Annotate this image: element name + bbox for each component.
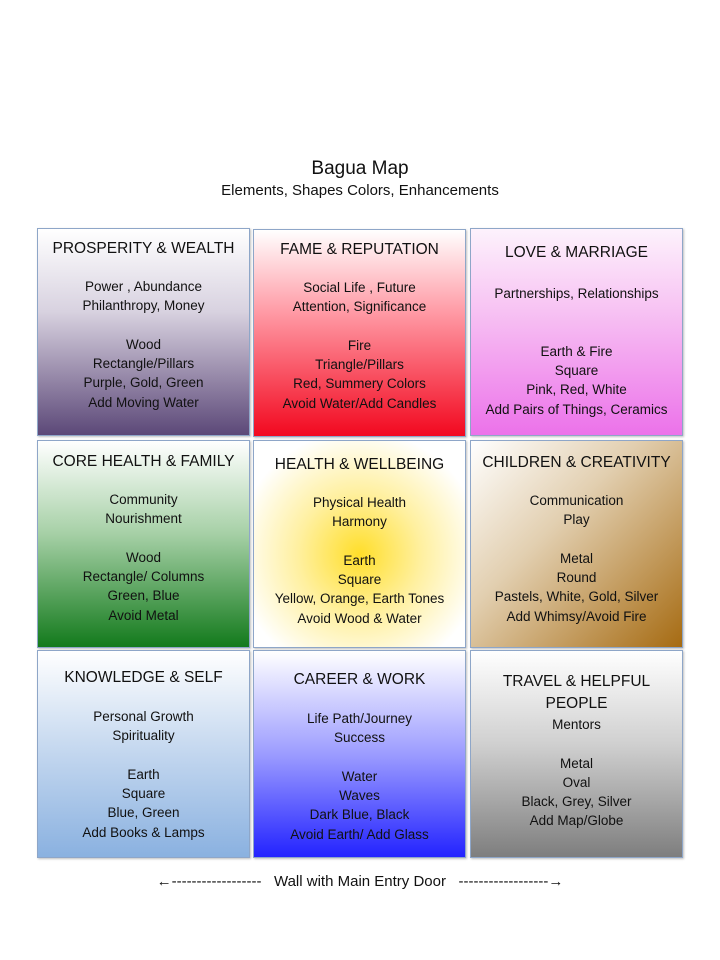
cell-detail-line: Earth xyxy=(343,552,376,568)
cell-detail-line xyxy=(254,532,465,551)
entry-wall-label: ←------------------ Wall with Main Entry… xyxy=(156,873,564,890)
cell-detail-line: Water xyxy=(341,768,378,784)
cell-heading: CAREER & WORK xyxy=(293,671,426,688)
cell-detail-line: Success xyxy=(333,730,386,746)
cell-detail-line xyxy=(471,303,682,322)
cell-detail-line: Fire xyxy=(347,337,372,353)
cell-detail-line: Life Path/Journey xyxy=(306,711,413,726)
cell-detail-line: Metal xyxy=(559,755,593,771)
cell-detail-line: Wood xyxy=(125,549,162,565)
cell-detail-line xyxy=(471,734,682,753)
cell-detail-line: Earth & Fire xyxy=(540,343,613,359)
cell-detail-line: Add Whimsy/Avoid Fire xyxy=(506,608,647,624)
cell-detail-line xyxy=(38,316,249,335)
cell-detail-line: Add Pairs of Things, Ceramics xyxy=(485,401,668,417)
cell-detail-line: Black, Grey, Silver xyxy=(521,794,632,810)
cell-detail-line: Rectangle/ Columns xyxy=(82,569,205,585)
cell-heading: CORE HEALTH & FAMILY xyxy=(52,453,235,470)
page-title: Bagua Map xyxy=(311,158,409,179)
cell-heading: CHILDREN & CREATIVITY xyxy=(482,454,671,471)
cell-detail-line: Power , Abundance xyxy=(84,279,203,294)
cell-detail-line: Add Moving Water xyxy=(88,394,199,410)
cell-detail-line: Square xyxy=(554,363,599,379)
cell-detail-line: Avoid Earth/ Add Glass xyxy=(290,826,429,842)
cell-heading: TRAVEL & HELPFUL PEOPLE xyxy=(502,673,651,712)
cell-detail-line: Avoid Metal xyxy=(108,607,179,623)
cell-detail-line: Earth xyxy=(127,766,160,782)
cell-detail-line: Harmony xyxy=(332,514,387,530)
cell-detail-line: Dark Blue, Black xyxy=(309,807,410,823)
cell-detail-line xyxy=(254,748,465,767)
cell-detail-line: Avoid Water/Add Candles xyxy=(282,395,437,411)
cell-detail-line: Square xyxy=(121,786,166,802)
cell-heading: FAME & REPUTATION xyxy=(280,241,439,258)
cell-heading: KNOWLEDGE & SELF xyxy=(64,669,223,686)
cell-detail-line: Yellow, Orange, Earth Tones xyxy=(274,591,445,607)
cell-detail-line: Partnerships, Relationships xyxy=(494,286,659,301)
cell-detail-line: Add Books & Lamps xyxy=(82,824,205,840)
cell-detail-line: Waves xyxy=(339,788,380,804)
cell-detail-line: Red, Summery Colors xyxy=(293,376,426,392)
cell-detail-line xyxy=(38,529,249,548)
cell-detail-line: Personal Growth xyxy=(93,709,194,724)
cell-detail-line: Spirituality xyxy=(112,728,175,744)
cell-detail-line: Blue, Green xyxy=(107,805,180,821)
cell-detail-line: Purple, Gold, Green xyxy=(83,375,204,391)
cell-detail-line: Metal xyxy=(559,550,593,566)
cell-detail-line xyxy=(471,323,682,342)
cell-heading: PROSPERITY & WEALTH xyxy=(52,240,235,257)
cell-detail-line: Wood xyxy=(125,336,162,352)
cell-heading: HEALTH & WELLBEING xyxy=(274,456,445,473)
cell-detail-line: Physical Health xyxy=(312,495,407,510)
cell-detail-line: Avoid Wood & Water xyxy=(297,610,422,626)
cell-detail-line xyxy=(471,530,682,549)
cell-detail-line: Communication xyxy=(529,493,624,508)
cell-detail-line: Add Map/Globe xyxy=(529,813,624,829)
cell-detail-line xyxy=(254,317,465,336)
cell-detail-line: Community xyxy=(109,492,178,507)
cell-detail-line xyxy=(38,746,249,765)
bagua-cell-love-marriage: LOVE & MARRIAGE Partnerships, Relationshi… xyxy=(470,228,683,436)
cell-detail-line: Philanthropy, Money xyxy=(82,298,205,314)
cell-detail-line: Pastels, White, Gold, Silver xyxy=(494,589,659,605)
cell-detail-line: Green, Blue xyxy=(107,588,180,604)
cell-detail-line: Pink, Red, White xyxy=(526,382,627,398)
cell-detail-line: Square xyxy=(337,572,382,588)
cell-detail-line: Triangle/Pillars xyxy=(315,357,404,373)
cell-detail-line: Mentors xyxy=(552,717,601,732)
cell-detail-line: Social Life , Future xyxy=(303,280,416,295)
cell-detail-line: Round xyxy=(556,570,597,586)
cell-detail-line: Play xyxy=(563,512,590,528)
cell-detail-line: Nourishment xyxy=(105,511,182,527)
cell-detail-line: Attention, Significance xyxy=(292,299,427,315)
cell-heading: LOVE & MARRIAGE xyxy=(505,244,648,261)
page-subtitle: Elements, Shapes Colors, Enhancements xyxy=(221,182,499,199)
cell-detail-line: Oval xyxy=(562,774,591,790)
cell-detail-line: Rectangle/Pillars xyxy=(92,356,195,372)
